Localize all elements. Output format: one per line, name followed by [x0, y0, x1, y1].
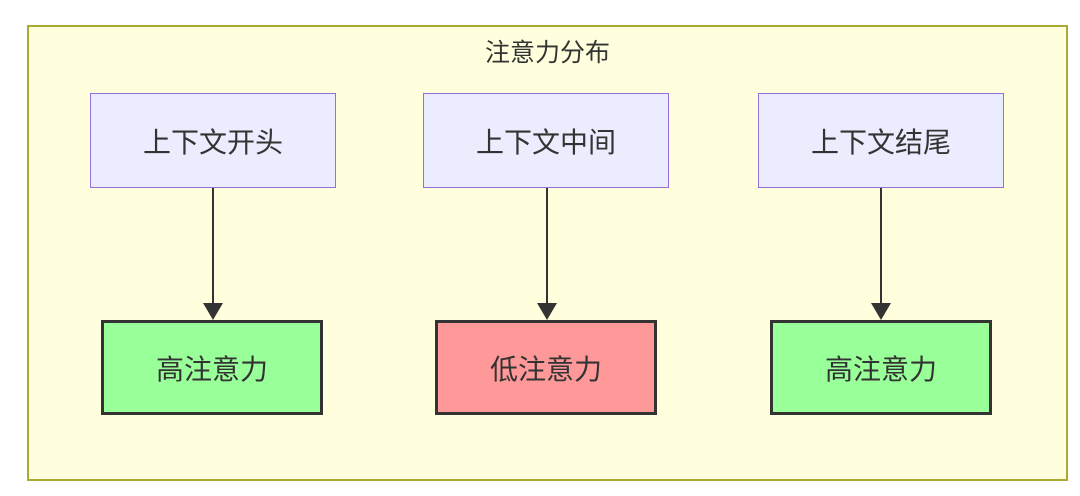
diagram-title: 注意力分布	[484, 39, 610, 67]
arrow-context-end-to-result	[871, 188, 891, 320]
arrow-line	[546, 188, 548, 306]
arrow-line	[212, 188, 214, 306]
arrowhead-down-icon	[871, 303, 891, 320]
node-context-end: 上下文结尾	[758, 93, 1004, 188]
arrowhead-down-icon	[537, 303, 557, 320]
node-context-start: 上下文开头	[90, 93, 336, 188]
arrow-context-middle-to-result	[537, 188, 557, 320]
arrow-line	[880, 188, 882, 306]
arrow-context-start-to-result	[203, 188, 223, 320]
node-result-start: 高注意力	[101, 320, 323, 415]
attention-distribution-subgraph: 注意力分布 上下文开头 高注意力 上下文中间 低注意力 上下文结尾 高注意力	[27, 25, 1068, 481]
node-context-middle: 上下文中间	[423, 93, 669, 188]
node-result-middle: 低注意力	[435, 320, 657, 415]
node-result-end: 高注意力	[770, 320, 992, 415]
arrowhead-down-icon	[203, 303, 223, 320]
